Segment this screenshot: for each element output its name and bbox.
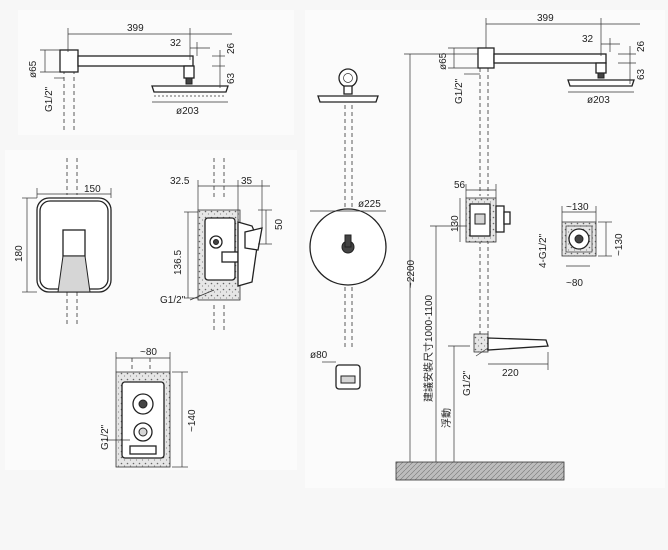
dim-203: ø203 [587, 95, 610, 106]
shower-head [567, 79, 635, 87]
dim-80: ~80 [140, 347, 157, 358]
dim-225: ø225 [358, 199, 381, 210]
dim-130-top: ~130 [566, 202, 589, 213]
shower-head [151, 85, 229, 93]
mid-left-faceplate: 150 180 136.5 32.5 35 50 [14, 158, 285, 330]
dim-65: ø65 [438, 52, 449, 70]
dim-32: 32 [582, 34, 594, 45]
dim-130: 130 [450, 215, 461, 232]
dim-180: 180 [14, 245, 25, 262]
dim-80: ø80 [310, 350, 328, 361]
mixer-lever [62, 229, 86, 257]
thread-label: G1/2" [160, 295, 186, 306]
dim-26: 26 [636, 40, 647, 52]
center-front-view: ø225 ø80 [309, 68, 387, 390]
right-side-elevation: 399 32 26 63 ø65 G1/2" ø203 ~2200 建議安裝尺寸… [395, 13, 647, 481]
dim-63: 63 [636, 68, 647, 80]
top-left-shower-arm: 399 32 26 63 ø65 G1/2" ø203 [28, 23, 237, 133]
dim-150: 150 [84, 184, 101, 195]
shower-arm [493, 53, 607, 64]
dim-56: 56 [454, 180, 466, 191]
dim-32: 32 [170, 38, 182, 49]
bottom-left-inwall-box: ~80 ~140 G1/2" [100, 347, 198, 468]
arm-flange-front [338, 68, 358, 88]
dim-399: 399 [537, 13, 554, 24]
thread-label: G1/2" [100, 424, 111, 450]
shower-arm [77, 55, 194, 67]
dim-130-side: ~130 [614, 233, 625, 256]
dim-203: ø203 [176, 106, 199, 117]
dim-50: 50 [274, 218, 285, 230]
arm-flange [59, 49, 79, 73]
floor [395, 461, 565, 481]
dim-140: ~140 [187, 409, 198, 432]
dim-35: 35 [241, 176, 253, 187]
dim-65: ø65 [28, 60, 39, 78]
dim-80: ~80 [566, 278, 583, 289]
arm-flange [477, 47, 495, 69]
dim-float: 浮動 [440, 408, 453, 428]
dim-63: 63 [226, 72, 237, 84]
dim-32-5: 32.5 [170, 176, 190, 187]
shower-head-front [317, 95, 379, 103]
dim-399: 399 [127, 23, 144, 34]
dim-4-g12: 4-G1/2" [538, 233, 549, 268]
dim-2200: ~2200 [406, 259, 417, 288]
dim-install-height: 建議安裝尺寸1000-1100 [422, 294, 435, 402]
dim-136-5: 136.5 [173, 250, 184, 275]
dim-26: 26 [226, 42, 237, 54]
thread-label: G1/2" [462, 370, 473, 396]
thread-label: G1/2" [454, 78, 465, 104]
spout-side [487, 337, 549, 351]
thread-label: G1/2" [44, 86, 55, 112]
dim-220: 220 [502, 368, 519, 379]
